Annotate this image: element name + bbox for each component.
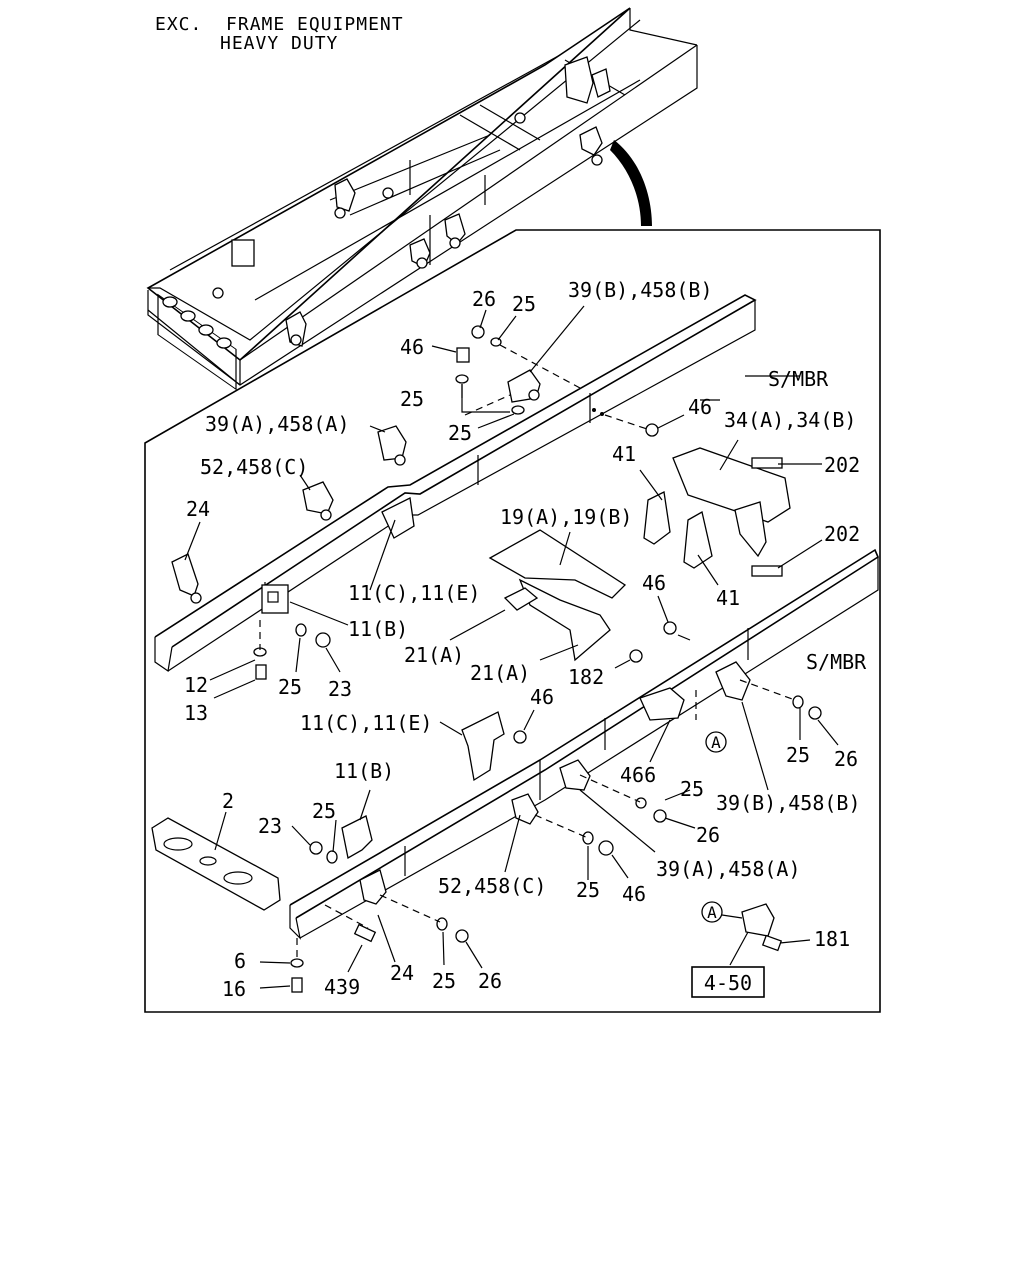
circle-marker-a-2-label: A <box>707 903 717 922</box>
callout-6: 6 <box>234 949 246 973</box>
callout-182: 182 <box>568 665 604 689</box>
page-reference-label: 4-50 <box>704 971 752 995</box>
callout-41: 41 <box>612 442 636 466</box>
crossmember-34 <box>643 447 791 577</box>
callout-52-458c: 52,458(C) <box>438 874 546 898</box>
callout-181: 181 <box>814 927 850 951</box>
callout-25: 25 <box>786 743 810 767</box>
callout-46: 46 <box>530 685 554 709</box>
callout-19a-19b: 19(A),19(B) <box>500 505 632 529</box>
callout-labels: 26 25 39(B),458(B) 46 S/MBR 25 46 34(A),… <box>184 278 867 1001</box>
callout-25: 25 <box>448 421 472 445</box>
fastener-parts <box>171 325 822 993</box>
rear-crossmember-2 <box>151 817 281 911</box>
callout-21a: 21(A) <box>470 661 530 685</box>
callout-52-458c: 52,458(C) <box>200 455 308 479</box>
circle-marker-a-1 <box>705 731 727 753</box>
page-reference-box <box>691 966 765 998</box>
circle-marker-a-1-label: A <box>711 733 721 752</box>
callout-25: 25 <box>680 777 704 801</box>
callout-39a-458a: 39(A),458(A) <box>205 412 350 436</box>
callout-41: 41 <box>716 586 740 610</box>
upper-side-member <box>154 294 757 673</box>
callout-202: 202 <box>824 453 860 477</box>
lower-side-member <box>289 548 880 940</box>
diagram-title-line2: HEAVY DUTY <box>220 33 339 54</box>
callout-46: 46 <box>622 882 646 906</box>
callout-13: 13 <box>184 701 208 725</box>
callout-11b: 11(B) <box>348 617 408 641</box>
callout-24: 24 <box>390 961 414 985</box>
callout-26: 26 <box>478 969 502 993</box>
callout-26: 26 <box>834 747 858 771</box>
callout-25: 25 <box>312 799 336 823</box>
callout-smbr: S/MBR <box>806 650 867 674</box>
detail-panel-border <box>144 229 881 1013</box>
callout-439: 439 <box>324 975 360 999</box>
callout-11c-11e: 11(C),11(E) <box>300 711 432 735</box>
callout-34a-34b: 34(A),34(B) <box>724 408 856 432</box>
callout-25: 25 <box>432 969 456 993</box>
callout-23: 23 <box>328 677 352 701</box>
callout-12: 12 <box>184 673 208 697</box>
diagram-title-line1: EXC. FRAME EQUIPMENT <box>155 14 404 35</box>
callout-46: 46 <box>688 395 712 419</box>
callout-11b: 11(B) <box>334 759 394 783</box>
callout-16: 16 <box>222 977 246 1001</box>
callout-11c-11e: 11(C),11(E) <box>348 581 480 605</box>
callout-39b-458b: 39(B),458(B) <box>568 278 713 302</box>
callout-21a: 21(A) <box>404 643 464 667</box>
callout-25: 25 <box>278 675 302 699</box>
callout-46: 46 <box>642 571 666 595</box>
callout-46: 46 <box>400 335 424 359</box>
callout-26: 26 <box>696 823 720 847</box>
callout-39a-458a: 39(A),458(A) <box>656 857 801 881</box>
callout-2: 2 <box>222 789 234 813</box>
center-crossmember-19 <box>488 529 627 662</box>
leader-lines <box>184 305 839 989</box>
callout-202: 202 <box>824 522 860 546</box>
overview-chassis-frame <box>146 7 698 391</box>
callout-24: 24 <box>186 497 210 521</box>
callout-466: 466 <box>620 763 656 787</box>
callout-smbr: S/MBR <box>768 367 829 391</box>
circle-marker-a-2 <box>701 901 723 923</box>
callout-25: 25 <box>512 292 536 316</box>
callout-25: 25 <box>576 878 600 902</box>
callout-25: 25 <box>400 387 424 411</box>
alignment-dashes <box>259 344 796 962</box>
callout-26: 26 <box>472 287 496 311</box>
callout-23: 23 <box>258 814 282 838</box>
callout-39b-458b: 39(B),458(B) <box>716 791 861 815</box>
